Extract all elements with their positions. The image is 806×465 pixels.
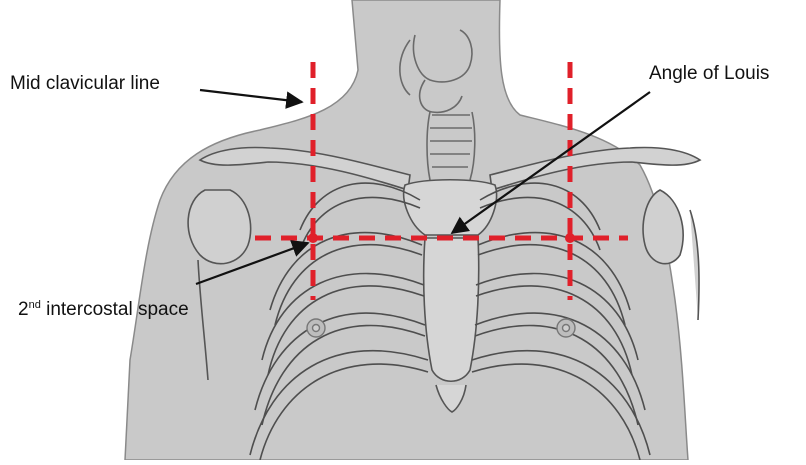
intercostal-ordinal: 2: [18, 299, 29, 320]
angle-of-louis-label: Angle of Louis: [649, 64, 769, 83]
intercostal-suffix: nd: [29, 299, 41, 311]
mid-clavicular-line-label: Mid clavicular line: [10, 74, 160, 93]
midclavicular-arrow: [200, 90, 302, 102]
intercostal-space-label: 2nd intercostal space: [18, 300, 189, 319]
intercostal-text: intercostal space: [41, 299, 189, 320]
